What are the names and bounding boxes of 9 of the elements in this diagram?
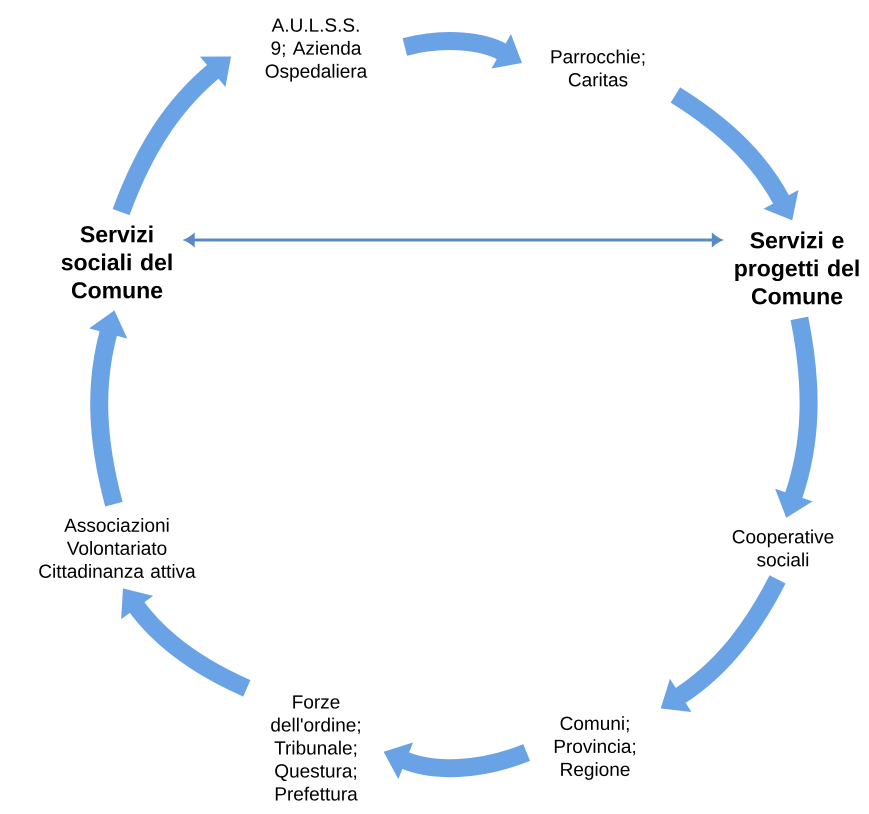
text-label: Forze dell'ordine; Tribunale; Questura; Prefettura: [271, 695, 360, 801]
heading-label: Servizi e progetti del Comune: [735, 232, 859, 304]
text-label: Parrocchie; Caritas: [552, 50, 644, 86]
double-arrow: [184, 234, 722, 246]
text-label: A.U.L.S.S. 9; Azienda Ospedaliera: [266, 18, 368, 82]
text-label: Cooperative sociali: [732, 530, 834, 566]
text-label: Comuni; Provincia; Regione: [554, 716, 635, 780]
text-label: Associazioni Volontariato Cittadinanza attiva: [39, 518, 196, 578]
heading-label: Servizi sociali del Comune: [62, 226, 172, 298]
